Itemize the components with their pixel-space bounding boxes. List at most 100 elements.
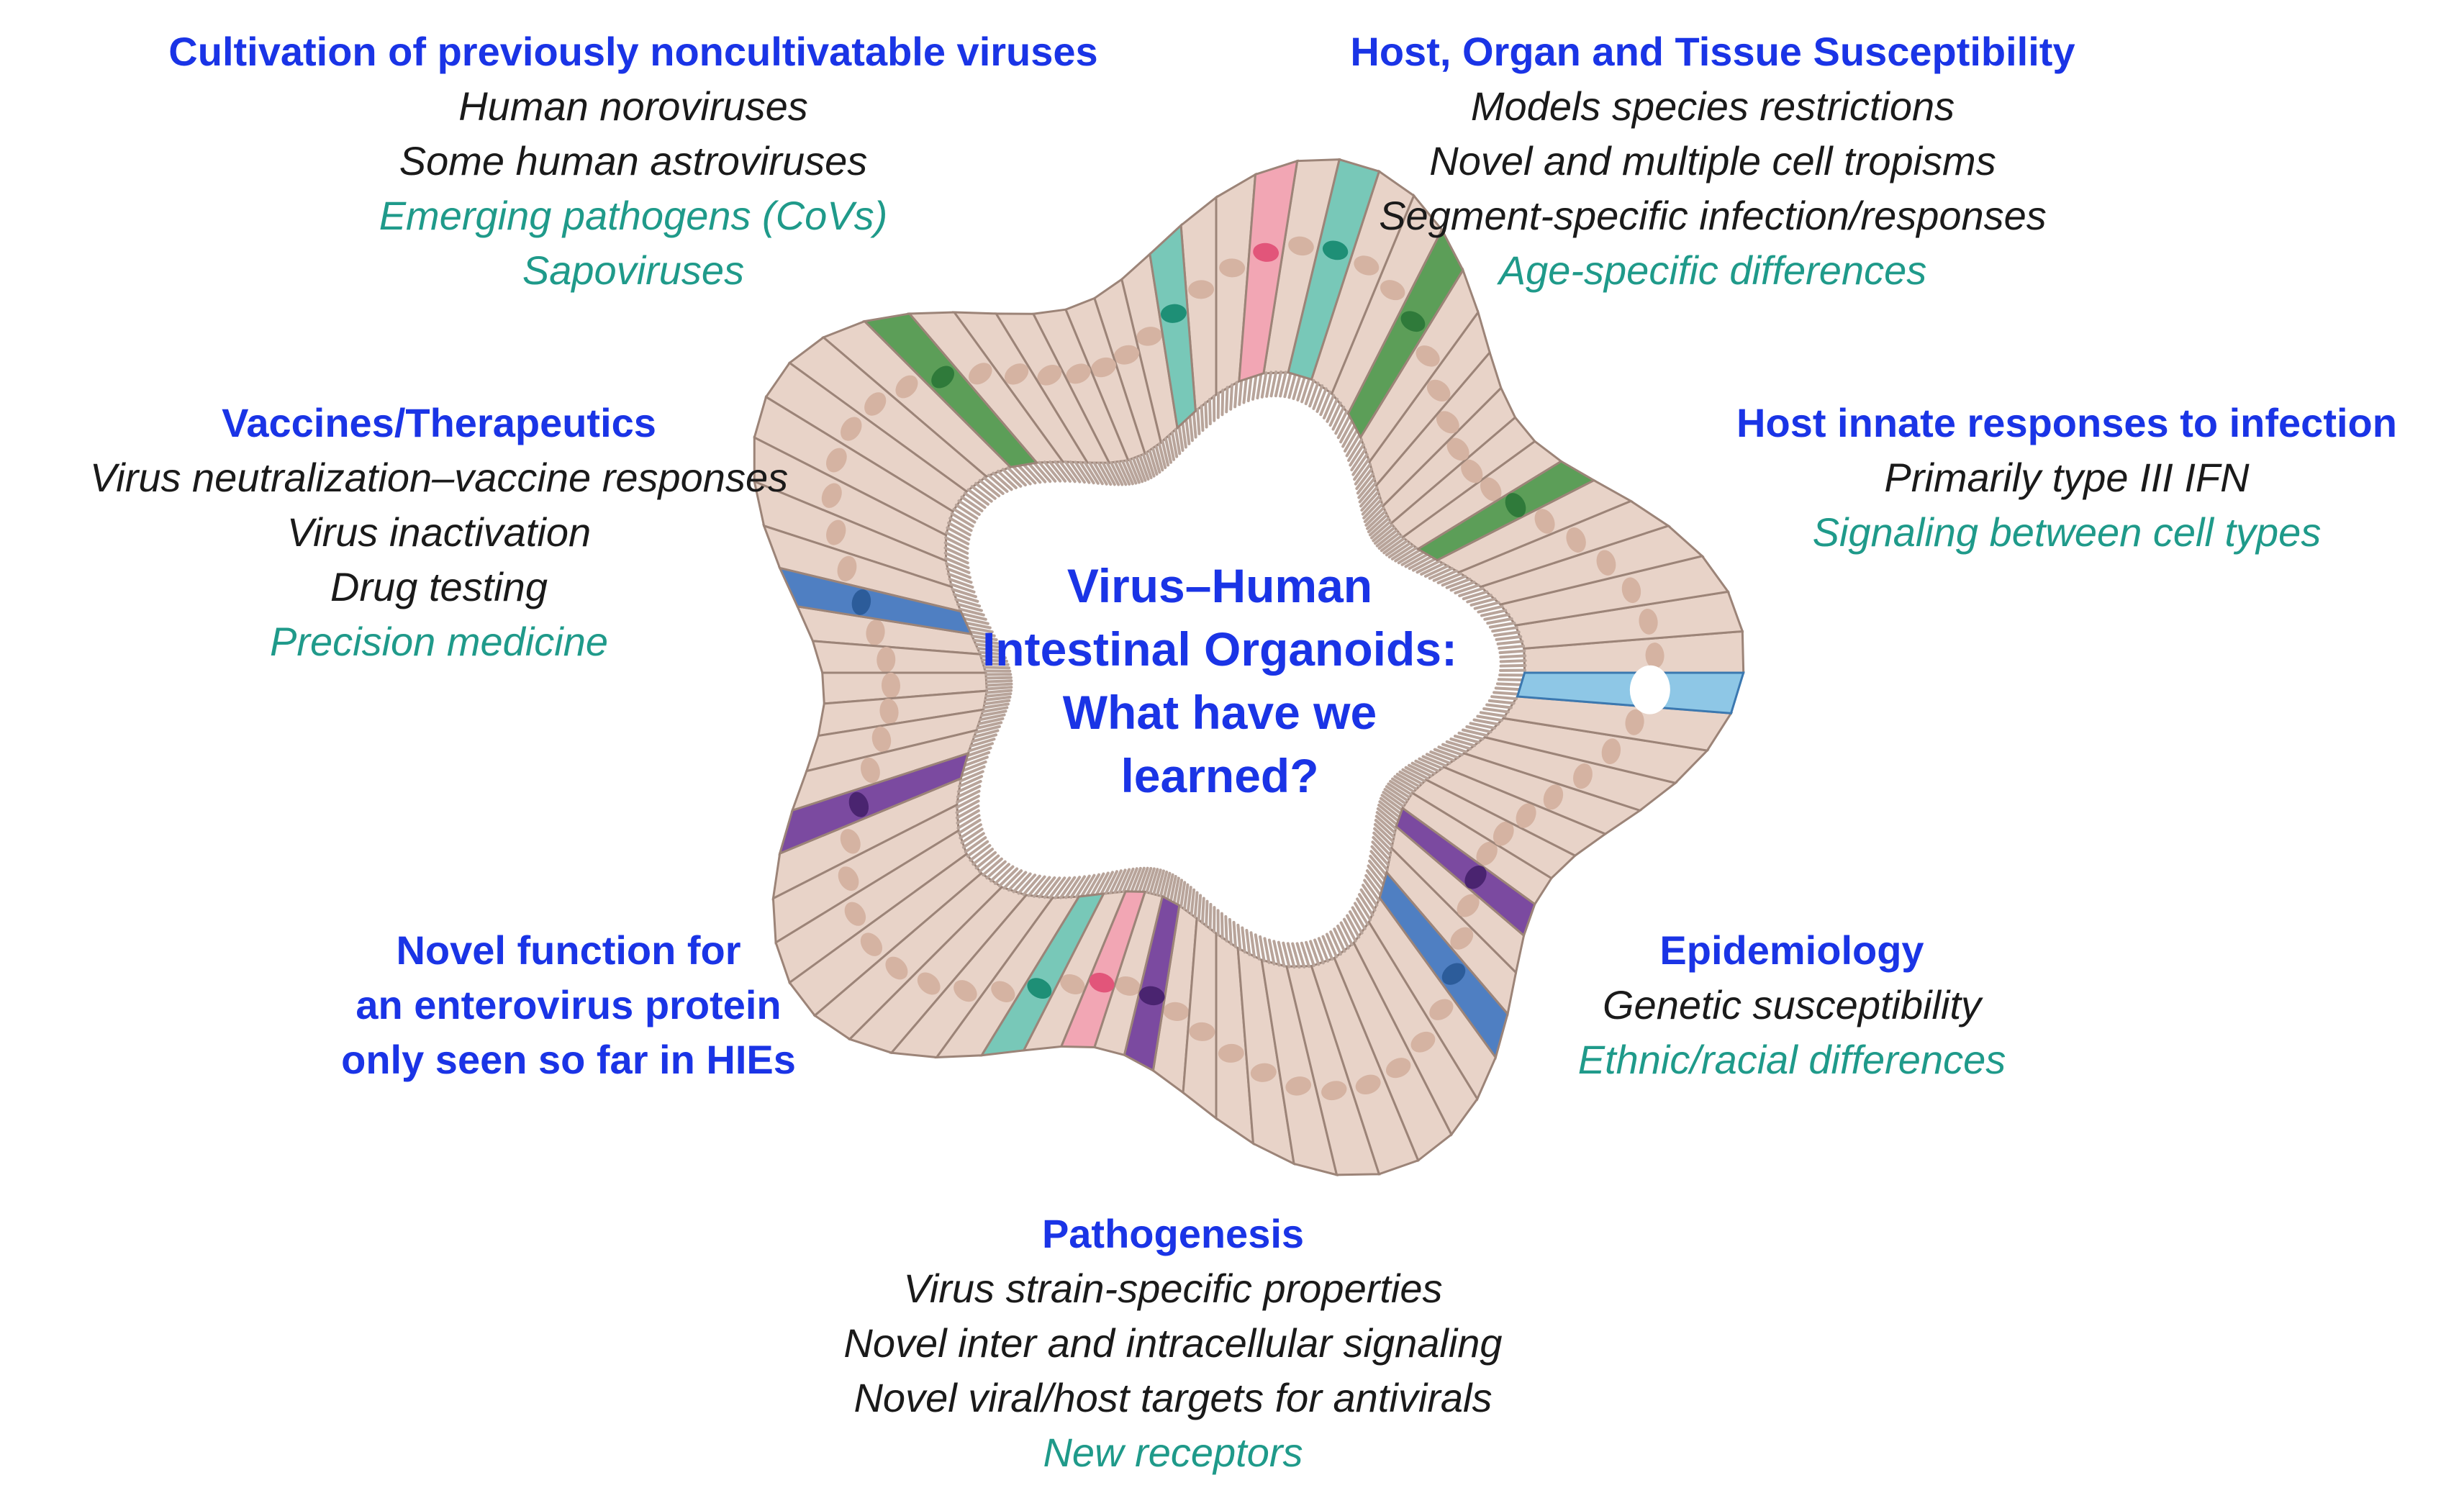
microvillus <box>1449 581 1476 592</box>
microvillus <box>1249 931 1256 958</box>
microvillus <box>1225 386 1229 414</box>
microvillus <box>1128 458 1141 484</box>
microvillus <box>1341 423 1356 448</box>
microvillus <box>1400 550 1425 566</box>
microvillus <box>956 809 980 825</box>
microvillus <box>1465 725 1493 734</box>
microvillus <box>1367 514 1388 534</box>
microvillus <box>1334 409 1349 435</box>
cell-nucleus <box>1416 345 1440 367</box>
microvillus <box>959 823 982 840</box>
microvillus <box>1059 876 1077 899</box>
section-highlight-item: Ethnic/racial differences <box>1577 1037 2006 1082</box>
microvillus <box>1491 626 1518 633</box>
microvillus <box>1363 502 1384 524</box>
cell-nucleus <box>885 956 908 980</box>
microvillus <box>1373 827 1394 848</box>
microvillus <box>1376 807 1398 826</box>
microvillus <box>1326 397 1339 423</box>
cell-nucleus <box>931 366 955 389</box>
microvillus <box>1359 888 1377 912</box>
microvillus <box>1469 597 1497 607</box>
cell-nucleus <box>1285 1076 1312 1096</box>
microvillus <box>1312 384 1324 410</box>
microvillus <box>1185 418 1191 445</box>
microvillus <box>1277 940 1286 968</box>
microvillus <box>957 818 982 835</box>
microvillus <box>1074 874 1091 899</box>
microvillus <box>954 503 979 520</box>
microvillus <box>1251 373 1258 401</box>
microvillus <box>1317 937 1330 963</box>
microvillus <box>1490 695 1518 701</box>
section-highlight-item: Sapoviruses <box>522 248 745 293</box>
microvillus <box>1205 899 1209 927</box>
microvillus <box>1364 507 1385 527</box>
microvillus <box>971 848 995 866</box>
microvillus <box>1398 770 1423 785</box>
microvillus <box>1362 499 1382 519</box>
microvillus <box>1485 703 1513 709</box>
microvillus <box>1414 759 1440 773</box>
microvillus <box>971 733 998 743</box>
microvillus <box>1380 794 1403 812</box>
microvillus <box>967 742 995 753</box>
microvillus <box>1357 477 1376 499</box>
microvillus <box>1171 431 1179 458</box>
microvillus <box>1064 876 1082 899</box>
microvillus <box>1200 897 1205 925</box>
microvillus <box>1242 376 1248 404</box>
microvillus <box>1313 938 1325 965</box>
microvillus <box>1498 645 1526 650</box>
microvillus <box>1488 622 1516 629</box>
microvillus <box>1048 460 1067 483</box>
microvillus <box>969 844 992 862</box>
enteroendocrine-cell <box>778 751 970 856</box>
microvillus <box>956 789 981 804</box>
cell-nucleus <box>1380 280 1405 301</box>
microvillus <box>985 860 1007 880</box>
microvillus <box>1372 523 1394 543</box>
microvillus <box>1263 937 1271 964</box>
cell-nucleus <box>848 791 869 817</box>
microvillus <box>952 507 977 524</box>
microvillus <box>1176 879 1184 906</box>
microvillus <box>1322 394 1336 419</box>
microvillus <box>1145 451 1156 478</box>
microvillus <box>1159 870 1169 897</box>
microvillus <box>1157 442 1167 469</box>
microvillus <box>950 512 974 528</box>
microvillus <box>1233 381 1238 409</box>
microvillus <box>1477 604 1504 614</box>
microvillus <box>1356 472 1374 495</box>
microvillus <box>962 755 989 768</box>
section-heading: Cultivation of previously noncultivatabl… <box>168 29 1098 74</box>
microvillus <box>1027 875 1046 897</box>
microvillus <box>1122 867 1135 894</box>
microvillus <box>1105 461 1120 486</box>
microvillus <box>977 717 1005 725</box>
microvillus <box>1364 873 1382 897</box>
microvillus <box>1141 453 1153 479</box>
microvillus <box>1204 401 1208 429</box>
microvillus <box>1433 748 1459 759</box>
cell-nucleus <box>1027 978 1052 999</box>
microvillus <box>1408 763 1433 778</box>
cell-nucleus <box>861 757 880 784</box>
cell-nucleus <box>1219 258 1246 278</box>
microvillus <box>1164 437 1173 464</box>
microvillus <box>974 481 997 500</box>
microvillus <box>1135 455 1147 482</box>
microvillus <box>983 699 1011 706</box>
microvillus <box>1429 750 1456 762</box>
microvillus <box>1333 927 1346 953</box>
microvillus <box>944 556 970 570</box>
microvillus <box>945 531 970 545</box>
microvillus <box>1113 868 1127 894</box>
microvillus <box>1149 868 1159 894</box>
cell-nucleus <box>1426 379 1451 401</box>
microvillus <box>1445 577 1472 589</box>
microvillus <box>1220 389 1225 417</box>
microvillus <box>1232 920 1237 948</box>
